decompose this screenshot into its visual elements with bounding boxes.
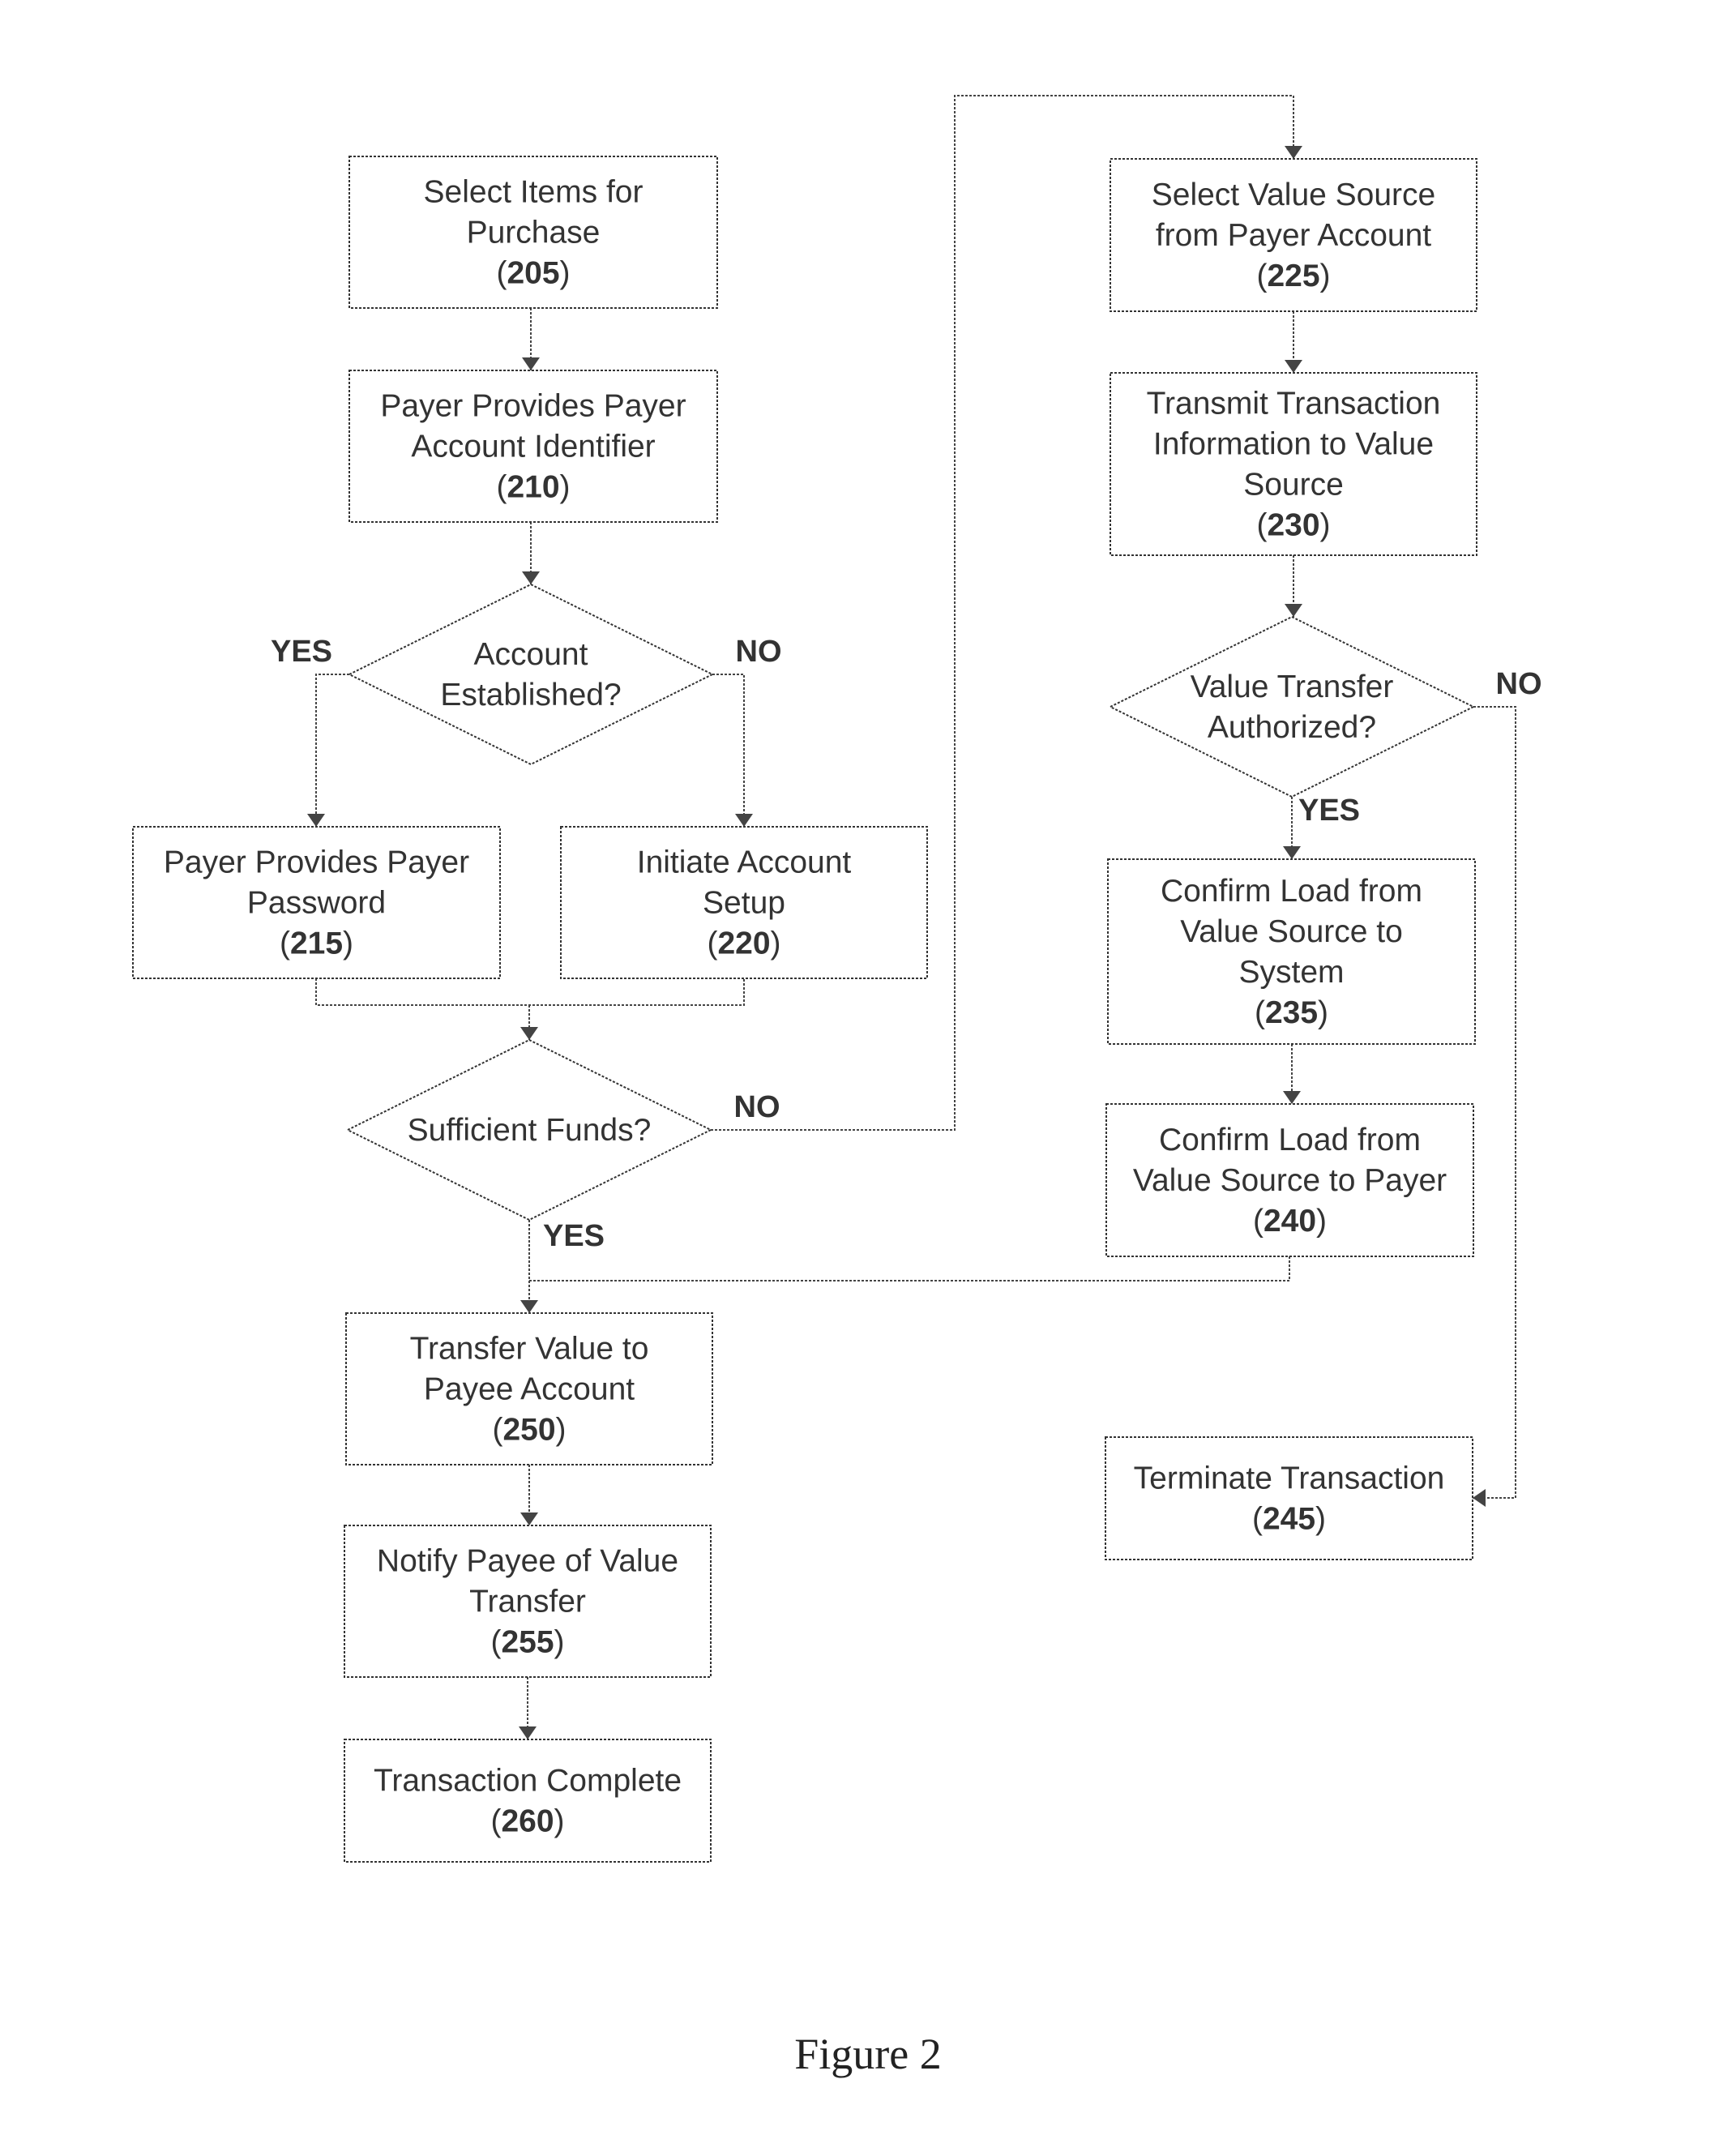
- node-label-line: Setup: [703, 886, 785, 921]
- node-reference-number: (225): [1256, 259, 1330, 293]
- node-n255: Notify Payee of ValueTransfer (255): [344, 1525, 711, 1677]
- shapes: Select Items forPurchase (205) Payer Provi…: [133, 156, 1477, 1862]
- node-n250: Transfer Value to Payee Account (250): [346, 1313, 712, 1465]
- node-reference-number: (230): [1256, 508, 1330, 543]
- node-reference-number: (260): [490, 1804, 564, 1839]
- node-label-line: Value Transfer: [1191, 670, 1394, 704]
- arrowhead: [520, 1027, 538, 1040]
- process-box: [344, 1739, 711, 1862]
- node-reference-number: (235): [1255, 995, 1328, 1030]
- node-label-line: Terminate Transaction: [1134, 1461, 1445, 1496]
- node-label-line: Information to Value: [1153, 427, 1434, 462]
- node-reference-number: (205): [496, 256, 570, 291]
- node-d-account: AccountEstablished?: [349, 584, 712, 764]
- node-n260: Transaction Complete (260): [344, 1739, 711, 1862]
- node-label-line: Payer Provides Payer: [164, 845, 469, 880]
- node-reference-number: (255): [490, 1625, 564, 1660]
- node-d-auth: Value TransferAuthorized?: [1110, 617, 1473, 797]
- node-label-line: Established?: [440, 678, 621, 712]
- node-reference-number: (220): [707, 926, 780, 961]
- funds-no-label: NO: [734, 1090, 780, 1124]
- node-n245: Terminate Transaction (245): [1105, 1437, 1473, 1560]
- node-label-line: Select Value Source: [1152, 178, 1436, 212]
- node-label-line: Account: [474, 637, 588, 672]
- arrowhead: [307, 814, 325, 827]
- node-reference-number: (245): [1252, 1502, 1326, 1537]
- node-label-line: Transaction Complete: [374, 1764, 682, 1799]
- arrowhead: [1285, 146, 1302, 159]
- node-reference-number: (250): [492, 1413, 566, 1448]
- node-n215: Payer Provides PayerPassword (215): [133, 827, 500, 978]
- funds-yes-label: YES: [543, 1219, 605, 1253]
- node-n230: Transmit TransactionInformation to Value…: [1110, 373, 1477, 555]
- node-label-line: Select Items for: [424, 175, 644, 210]
- connector-line: [316, 674, 349, 827]
- node-label-line: Password: [247, 886, 386, 921]
- node-n220: Initiate AccountSetup (220): [561, 827, 927, 978]
- node-label-line: Account Identifier: [411, 430, 655, 464]
- node-label-line: Value Source to: [1180, 914, 1403, 949]
- arrowhead: [520, 1512, 538, 1525]
- connector-line: [316, 978, 744, 1005]
- node-reference-number: (215): [280, 926, 353, 961]
- node-label-line: Payee Account: [424, 1372, 635, 1407]
- node-n240: Confirm Load fromValue Source to Payer (2…: [1106, 1104, 1473, 1256]
- figure-caption: Figure 2: [794, 2030, 942, 2078]
- arrowhead: [522, 357, 540, 370]
- node-label-line: Confirm Load from: [1159, 1123, 1421, 1157]
- auth-yes-label: YES: [1298, 794, 1360, 828]
- node-label-line: Payer Provides Payer: [380, 389, 686, 424]
- arrowhead: [519, 1726, 537, 1739]
- node-n225: Select Value Source from Payer Account (22…: [1110, 159, 1477, 311]
- process-box: [1105, 1437, 1473, 1560]
- arrowhead: [735, 814, 753, 827]
- arrowhead: [1285, 360, 1302, 373]
- node-label-line: Transfer Value to: [410, 1332, 649, 1367]
- node-d-funds: Sufficient Funds?: [348, 1040, 711, 1220]
- node-label-line: Transmit Transaction: [1147, 387, 1441, 421]
- arrowhead: [522, 571, 540, 584]
- node-label-line: Source: [1243, 468, 1344, 503]
- node-label-line: Transfer: [469, 1585, 586, 1619]
- arrowhead: [1285, 604, 1302, 617]
- connector-line: [529, 1256, 1289, 1281]
- node-label-line: from Payer Account: [1156, 218, 1431, 253]
- arrowhead: [1283, 1091, 1301, 1104]
- account-no-label: NO: [736, 635, 782, 669]
- node-label-line: Sufficient Funds?: [408, 1113, 652, 1148]
- node-label-line: Authorized?: [1208, 710, 1376, 745]
- node-reference-number: (240): [1253, 1204, 1327, 1239]
- account-yes-label: YES: [271, 635, 332, 669]
- node-reference-number: (210): [496, 470, 570, 505]
- decision-diamond: [1110, 617, 1473, 797]
- connector-line: [712, 674, 744, 827]
- arrowhead: [520, 1300, 538, 1313]
- node-label-line: Initiate Account: [637, 845, 852, 880]
- node-label-line: Notify Payee of Value: [377, 1544, 678, 1579]
- arrowhead: [1283, 846, 1301, 859]
- decision-diamond: [349, 584, 712, 764]
- node-n235: Confirm Load fromValue Source to System (2…: [1108, 859, 1475, 1044]
- node-label-line: Purchase: [467, 216, 601, 250]
- node-label-line: System: [1238, 955, 1344, 990]
- node-label-line: Confirm Load from: [1161, 874, 1422, 909]
- arrowhead: [1473, 1489, 1486, 1507]
- connector-line: [1473, 707, 1516, 1498]
- node-n210: Payer Provides PayerAccount Identifier (2…: [349, 370, 717, 522]
- auth-no-label: NO: [1496, 667, 1542, 701]
- node-n205: Select Items forPurchase (205): [349, 156, 717, 308]
- node-label-line: Value Source to Payer: [1133, 1163, 1447, 1198]
